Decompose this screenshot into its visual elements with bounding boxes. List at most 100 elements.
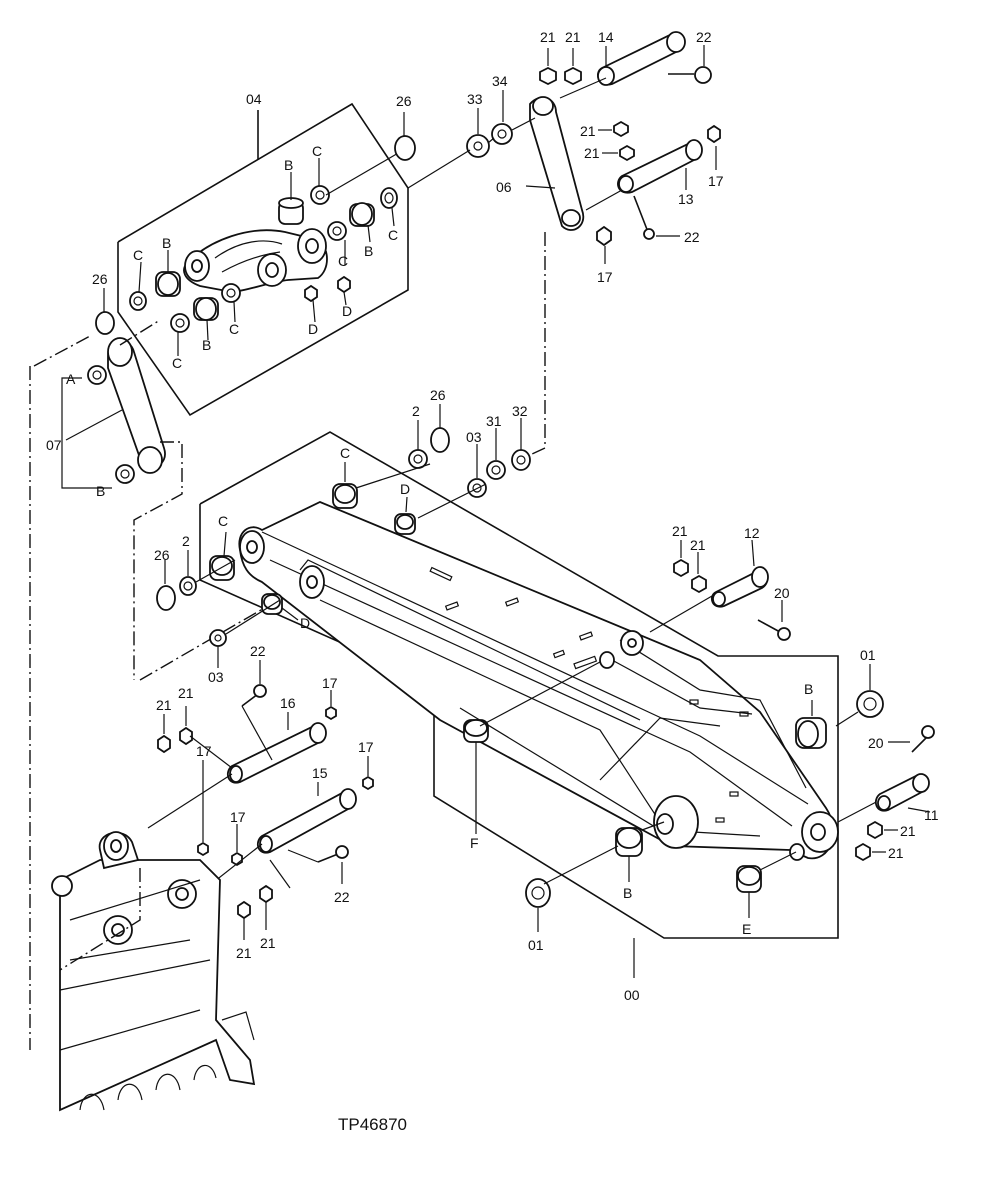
label-B5: B <box>96 483 105 499</box>
label-2-b: 2 <box>182 533 190 549</box>
fitting-17-a <box>325 690 337 721</box>
label-01-a: 01 <box>860 647 876 663</box>
nut-21-e <box>157 714 171 754</box>
bushing-b-4 <box>349 202 375 227</box>
bolt-22-pin14 <box>668 45 712 84</box>
label-A: A <box>66 371 76 387</box>
nut-21-a <box>539 48 557 86</box>
label-B-arm: B <box>623 885 632 901</box>
nut-21-pin12-b <box>691 552 707 594</box>
label-21-k: 21 <box>236 945 252 961</box>
bell-crank <box>183 228 328 293</box>
bushing-d-arm-1 <box>394 513 416 535</box>
label-21-j: 21 <box>178 685 194 701</box>
label-22-d: 22 <box>334 889 350 905</box>
o-ring-26-left <box>95 288 115 335</box>
fittings-d-group <box>304 275 351 303</box>
label-E: E <box>742 921 751 937</box>
label-21-a: 21 <box>540 29 556 45</box>
group-00-leaders <box>164 404 881 932</box>
bolt-20-pin11 <box>888 725 935 753</box>
washer-34 <box>491 90 513 145</box>
label-C2: C <box>133 247 143 263</box>
o-ring-26-arm-left <box>156 585 176 611</box>
fitting-17-d <box>231 824 243 867</box>
washer-03-lower <box>209 629 227 647</box>
arm-body <box>238 501 839 861</box>
label-21-e: 21 <box>672 523 688 539</box>
label-21-h: 21 <box>888 845 904 861</box>
label-22-a: 22 <box>696 29 712 45</box>
label-07: 07 <box>46 437 62 453</box>
washer-33 <box>466 108 490 158</box>
label-C5: C <box>229 321 239 337</box>
group-04-leaders <box>138 151 401 356</box>
fitting-17-mid <box>596 225 612 264</box>
label-17-b: 17 <box>597 269 613 285</box>
bushing-c-arm-2 <box>332 483 358 509</box>
label-32: 32 <box>512 403 528 419</box>
label-B4: B <box>202 337 211 353</box>
label-B1: B <box>284 157 293 173</box>
label-01-b: 01 <box>528 937 544 953</box>
label-2-a: 2 <box>412 403 420 419</box>
group-04-outline <box>117 102 409 417</box>
washer-31 <box>486 460 506 480</box>
label-22-c: 22 <box>250 643 266 659</box>
label-17-c: 17 <box>322 675 338 691</box>
label-26-a: 26 <box>396 93 412 109</box>
label-17-f: 17 <box>230 809 246 825</box>
link-07 <box>61 337 166 489</box>
seal-01-right <box>856 690 884 718</box>
label-34: 34 <box>492 73 508 89</box>
label-21-d: 21 <box>584 145 600 161</box>
nut-21-g <box>237 900 251 940</box>
label-26-b: 26 <box>92 271 108 287</box>
nut-21-pin11-b <box>855 842 886 862</box>
label-14: 14 <box>598 29 614 45</box>
link-06 <box>525 96 585 231</box>
bolt-20-pin12 <box>757 600 791 641</box>
label-C6: C <box>172 355 182 371</box>
label-B2: B <box>162 235 171 251</box>
drawing-code: TP46870 <box>338 1115 407 1134</box>
nuts-21-bucket <box>157 706 273 940</box>
label-31: 31 <box>486 413 502 429</box>
label-C3: C <box>338 253 348 269</box>
fitting-d-1 <box>304 284 318 303</box>
seal-2-left <box>179 576 197 596</box>
seal-c-5 <box>327 221 347 241</box>
bushing-b-group <box>155 197 375 321</box>
label-21-l: 21 <box>260 935 276 951</box>
seals-c-group <box>129 185 398 333</box>
label-D2: D <box>342 303 352 319</box>
bushing-b-arm-2 <box>795 717 827 749</box>
label-11: 11 <box>924 807 939 823</box>
bushing-e <box>736 865 762 893</box>
label-B6: B <box>804 681 813 697</box>
pin-11 <box>874 773 931 813</box>
o-ring-26-mid <box>430 427 450 453</box>
bushing-b-3 <box>193 297 219 321</box>
seal-c-4 <box>221 283 241 303</box>
seal-c-6 <box>380 187 398 209</box>
bolt-22-pin13 <box>633 195 680 240</box>
label-B3: B <box>364 243 373 259</box>
label-00: 00 <box>624 987 640 1003</box>
pin-12 <box>710 539 769 608</box>
label-12: 12 <box>744 525 760 541</box>
label-06: 06 <box>496 179 512 195</box>
bolt-22-pin15 <box>287 845 349 884</box>
label-C1: C <box>312 143 322 159</box>
fitting-d-2 <box>337 275 351 294</box>
pin-15 <box>256 782 357 854</box>
label-21-c: 21 <box>580 123 596 139</box>
label-17-d: 17 <box>196 743 212 759</box>
label-21-g: 21 <box>900 823 916 839</box>
label-20-b: 20 <box>868 735 884 751</box>
fitting-17-top <box>707 124 721 170</box>
pin-16 <box>226 712 327 784</box>
label-21-b: 21 <box>565 29 581 45</box>
bolt-22-pin16 <box>241 660 273 761</box>
